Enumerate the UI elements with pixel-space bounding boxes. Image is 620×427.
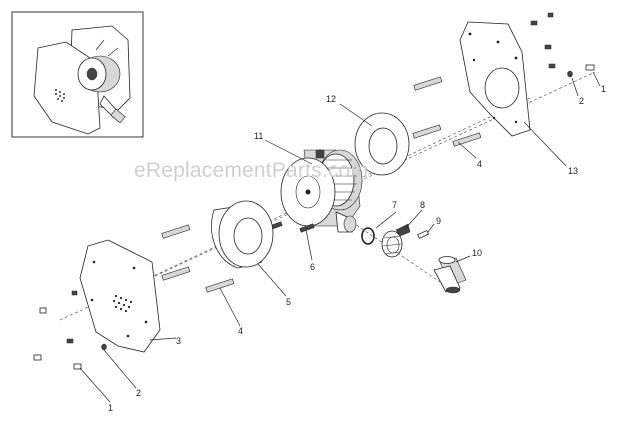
- rear-mounting-plate: [459, 21, 531, 137]
- callout-1-bottom: 1: [108, 403, 113, 413]
- watermark-text: eReplacementParts.com: [134, 159, 368, 182]
- o-ring: [361, 227, 375, 245]
- top-screws: [530, 12, 595, 78]
- callout-5: 5: [286, 297, 291, 307]
- clamp-screw: [417, 229, 430, 239]
- front-mounting-plate: [79, 239, 161, 353]
- callout-4-top: 4: [477, 159, 482, 169]
- assembled-view-inset: [11, 11, 144, 138]
- cushion-ring: [211, 200, 274, 269]
- callout-8: 8: [420, 200, 425, 210]
- callout-labels: 1 2 13 12 11 4 7 8 9 10 6 5 4 3 2 1: [108, 84, 606, 413]
- motor-assembly: [280, 149, 363, 233]
- callout-9: 9: [436, 216, 441, 226]
- gasket-ring: [354, 112, 410, 176]
- callout-13: 13: [568, 166, 578, 176]
- callout-6: 6: [310, 262, 315, 272]
- callout-7: 7: [392, 200, 397, 210]
- hose-fitting: [433, 256, 467, 294]
- callout-4-bottom: 4: [238, 326, 243, 336]
- callout-10: 10: [472, 248, 482, 258]
- hose-clamp: [381, 223, 411, 258]
- callout-12: 12: [326, 94, 336, 104]
- callout-2-bottom: 2: [136, 388, 141, 398]
- callout-11: 11: [254, 131, 263, 141]
- stud-rods: [161, 76, 482, 293]
- callout-1-top: 1: [601, 84, 606, 94]
- leader-lines: [79, 71, 601, 403]
- bottom-screws: [33, 290, 107, 370]
- callout-3: 3: [176, 336, 181, 346]
- callout-2-top: 2: [579, 96, 584, 106]
